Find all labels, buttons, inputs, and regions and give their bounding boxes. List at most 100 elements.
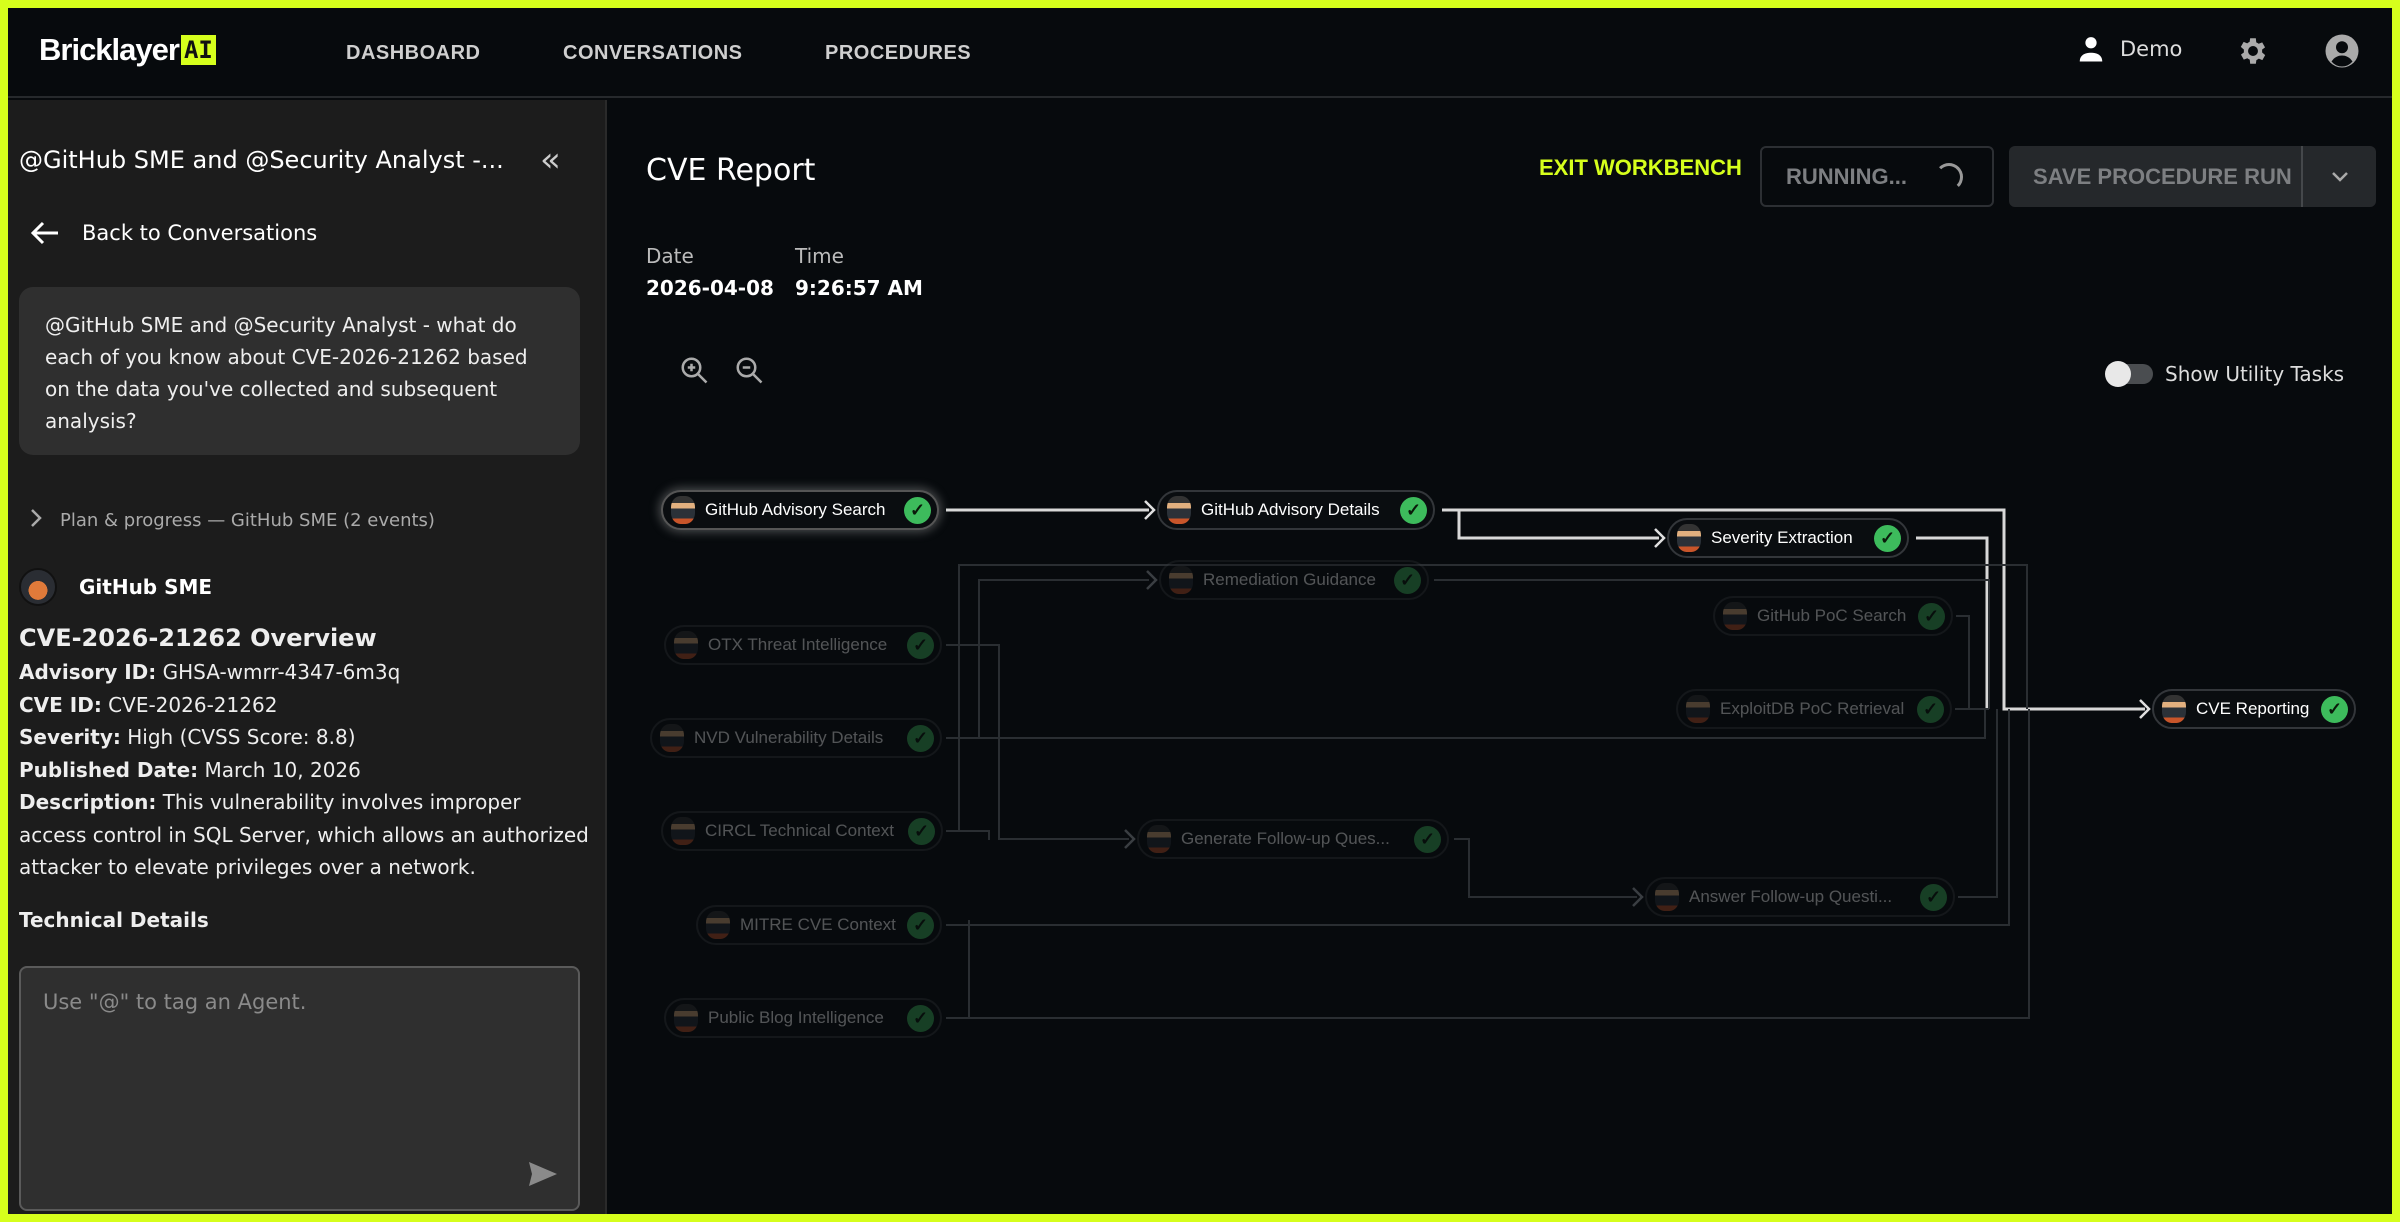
user-menu[interactable]: Demo xyxy=(2076,34,2182,64)
agent-avatar-icon xyxy=(674,631,698,659)
edge-arrowhead xyxy=(1654,528,1666,548)
toggle-switch[interactable] xyxy=(2105,361,2153,387)
graph-node-otx[interactable]: OTX Threat Intelligence✓ xyxy=(664,625,942,665)
procedure-graph: GitHub Advisory Search✓ GitHub Advisory D… xyxy=(609,100,2392,1214)
response-field: Advisory ID: GHSA-wmrr-4347-6m3q xyxy=(19,656,589,689)
save-procedure-run-button[interactable]: SAVE PROCEDURE RUN xyxy=(2009,146,2303,207)
node-label: Severity Extraction xyxy=(1711,528,1853,547)
node-label: Answer Follow-up Questi... xyxy=(1689,887,1893,906)
node-label: NVD Vulnerability Details xyxy=(694,728,884,747)
nav-conversations[interactable]: CONVERSATIONS xyxy=(563,42,743,64)
save-procedure-run-button-group: SAVE PROCEDURE RUN xyxy=(2009,146,2376,207)
field-key: Severity: xyxy=(19,725,121,749)
response-heading: CVE-2026-21262 Overview xyxy=(19,624,377,652)
field-key: Published Date: xyxy=(19,757,199,782)
message-input[interactable] xyxy=(21,968,578,1209)
graph-node-poc[interactable]: GitHub PoC Search ✓ xyxy=(1713,596,1953,636)
graph-edge xyxy=(946,579,1149,739)
graph-node-cve[interactable]: CVE Reporting✓ xyxy=(2152,689,2356,729)
agent-avatar-icon xyxy=(671,817,695,845)
account-circle-icon[interactable] xyxy=(2324,33,2360,69)
person-icon xyxy=(2076,34,2106,64)
collapse-sidebar-icon[interactable]: « xyxy=(540,140,561,180)
user-message-bubble: @GitHub SME and @Security Analyst - what… xyxy=(19,287,580,455)
user-name: Demo xyxy=(2120,37,2183,61)
graph-node-mitre[interactable]: MITRE CVE Context✓ xyxy=(696,905,942,945)
running-status-button: RUNNING... xyxy=(1760,146,1994,207)
check-circle-icon: ✓ xyxy=(2321,695,2348,723)
graph-node-rem[interactable]: Remediation Guidance✓ xyxy=(1159,560,1429,600)
exit-workbench-button[interactable]: EXIT WORKBENCH xyxy=(1539,155,1742,180)
chevron-down-icon[interactable] xyxy=(2303,171,2376,183)
field-value: GHSA-wmrr-4347-6m3q xyxy=(156,660,401,684)
check-circle-icon: ✓ xyxy=(1920,883,1947,911)
response-subheading: Technical Details xyxy=(19,907,209,932)
node-label: Public Blog Intelligence xyxy=(708,1008,884,1027)
check-circle-icon: ✓ xyxy=(1394,566,1421,594)
zoom-out-icon[interactable] xyxy=(734,355,764,389)
field-value: High (CVSS Score: 8.8) xyxy=(120,725,356,749)
graph-node-circl[interactable]: CIRCL Technical Context✓ xyxy=(661,811,943,851)
back-label: Back to Conversations xyxy=(82,221,318,245)
graph-node-nvd[interactable]: NVD Vulnerability Details ✓ xyxy=(650,718,942,758)
graph-edge xyxy=(1434,579,1990,709)
response-field: CVE ID: CVE-2026-21262 xyxy=(19,689,589,722)
agent-header: GitHub SME xyxy=(19,568,212,606)
graph-edge xyxy=(946,644,1129,840)
check-circle-icon: ✓ xyxy=(1400,496,1427,524)
field-value: March 10, 2026 xyxy=(198,757,361,782)
graph-node-edb[interactable]: ExploitDB PoC Retrieval✓ xyxy=(1676,689,1952,729)
graph-node-gad[interactable]: GitHub Advisory Details ✓ xyxy=(1157,490,1435,530)
show-utility-tasks-toggle[interactable]: Show Utility Tasks xyxy=(2105,361,2344,387)
gear-icon[interactable] xyxy=(2236,34,2270,68)
graph-edge xyxy=(1958,709,1998,898)
graph-node-ans[interactable]: Answer Follow-up Questi... ✓ xyxy=(1645,877,1955,917)
graph-edge xyxy=(1916,536,1989,709)
graph-node-sev[interactable]: Severity Extraction ✓ xyxy=(1667,518,1909,558)
edge-arrowhead xyxy=(1144,500,1156,520)
graph-edge xyxy=(1442,508,1659,540)
nav-procedures[interactable]: PROCEDURES xyxy=(825,42,972,64)
agent-avatar-icon xyxy=(1147,825,1171,853)
graph-edge xyxy=(946,920,970,1019)
back-to-conversations-link[interactable]: Back to Conversations xyxy=(30,220,317,246)
check-circle-icon: ✓ xyxy=(1918,602,1945,630)
graph-edge xyxy=(1454,838,1637,898)
graph-edge xyxy=(1442,508,2145,711)
check-circle-icon: ✓ xyxy=(1414,825,1441,853)
agent-avatar-icon xyxy=(1677,524,1701,552)
edge-arrowhead xyxy=(2139,699,2151,719)
graph-node-blog[interactable]: Public Blog Intelligence✓ xyxy=(664,998,942,1038)
check-circle-icon: ✓ xyxy=(1874,524,1901,552)
graph-node-gas[interactable]: GitHub Advisory Search✓ xyxy=(661,490,939,530)
logo-text: Bricklayer xyxy=(39,32,180,67)
send-icon[interactable] xyxy=(528,1161,558,1191)
plan-progress-toggle[interactable]: Plan & progress — GitHub SME (2 events) xyxy=(30,508,435,533)
graph-node-gen[interactable]: Generate Follow-up Ques... ✓ xyxy=(1137,819,1449,859)
node-label: GitHub Advisory Details xyxy=(1201,500,1380,519)
page-title: CVE Report xyxy=(646,153,816,188)
graph-edge xyxy=(946,709,2030,1019)
node-label: Generate Follow-up Ques... xyxy=(1181,829,1390,848)
graph-edge xyxy=(946,709,2010,926)
graph-edge xyxy=(946,709,1986,739)
date-value: 2026-04-08 xyxy=(646,276,774,300)
time-label: Time xyxy=(795,244,844,268)
running-label: RUNNING... xyxy=(1786,163,1907,189)
graph-edges xyxy=(946,500,2151,1019)
edge-arrowhead xyxy=(1632,887,1644,907)
workbench: GitHub Advisory Search✓ GitHub Advisory D… xyxy=(609,100,2392,1214)
logo-badge: AI xyxy=(180,35,216,65)
field-key: CVE ID: xyxy=(19,692,102,717)
nav-dashboard[interactable]: DASHBOARD xyxy=(346,42,481,64)
edge-arrowhead xyxy=(1124,829,1136,849)
check-circle-icon: ✓ xyxy=(908,817,935,845)
agent-avatar-icon xyxy=(1655,883,1679,911)
node-label: GitHub PoC Search xyxy=(1757,606,1907,625)
zoom-in-icon[interactable] xyxy=(679,355,709,389)
check-circle-icon: ✓ xyxy=(907,724,934,752)
agent-avatar xyxy=(19,568,57,606)
